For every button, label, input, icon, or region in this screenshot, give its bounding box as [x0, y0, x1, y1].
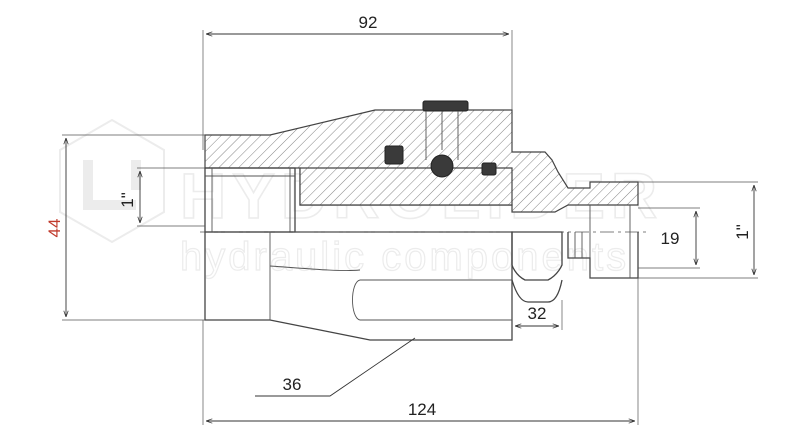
dim-label-thread-right: 1": [733, 224, 752, 240]
dimension-height: 44: [45, 134, 205, 321]
dimension-total-length: 124: [202, 278, 639, 425]
dimension-large-hex: 36: [255, 337, 416, 397]
watermark-tagline: hydraulic components: [180, 235, 629, 279]
seal-right: [481, 162, 497, 176]
logo-icon: [59, 118, 165, 244]
dim-label-92: 92: [359, 13, 378, 32]
dim-label-44: 44: [45, 219, 64, 238]
dim-label-124: 124: [408, 400, 436, 419]
small-hex: [511, 231, 563, 281]
locking-ball: [430, 154, 454, 178]
dimension-small-hex: 32: [511, 300, 563, 330]
dimension-overall-width: 92: [202, 13, 513, 150]
body-inner-sleeve: [299, 167, 513, 206]
locking-collar: [422, 100, 469, 112]
dim-label-36: 36: [283, 375, 302, 394]
dim-label-19: 19: [661, 229, 680, 248]
dim-label-32: 32: [528, 304, 547, 323]
dim-label-thread-left: 1": [118, 192, 137, 208]
dimension-thread-left: 1": [118, 167, 205, 227]
fitting-body: [200, 100, 650, 341]
seal-left: [384, 145, 404, 165]
dimension-thread-right: 1": [638, 181, 758, 279]
dimension-bore: 19: [638, 207, 700, 269]
